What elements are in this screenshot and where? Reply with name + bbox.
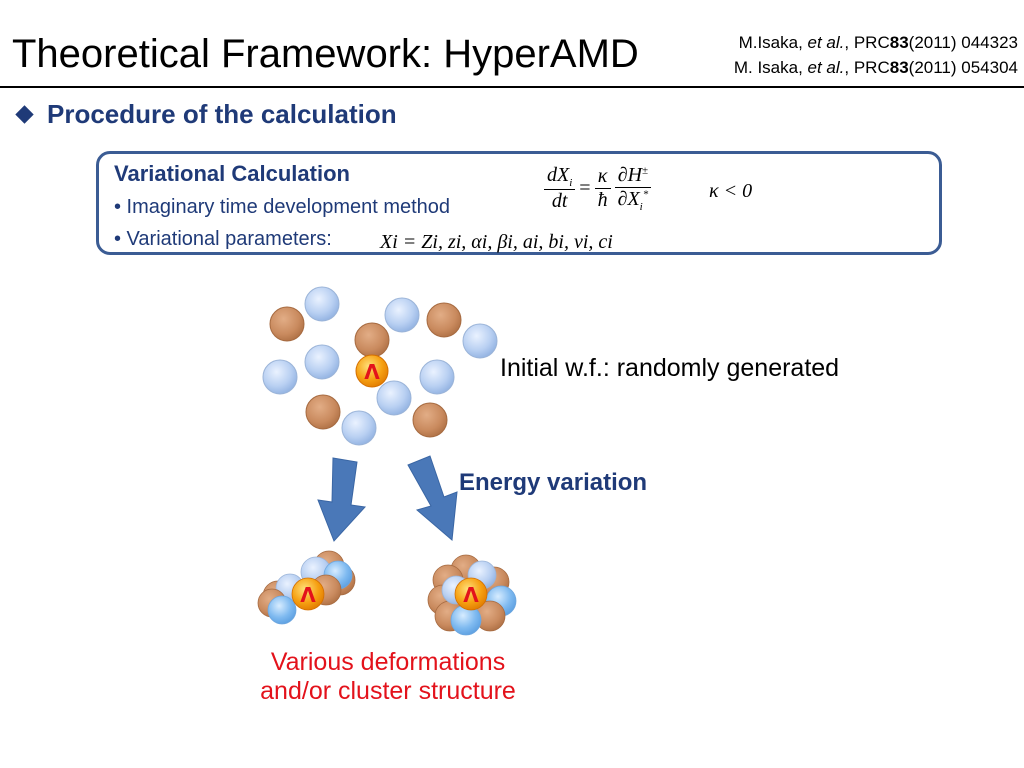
title-divider	[0, 86, 1024, 88]
neutron-ball	[262, 359, 298, 395]
proton-ball	[426, 302, 462, 338]
lambda-symbol: Λ	[364, 360, 380, 384]
result-nucleus-deformed: Λ	[257, 550, 356, 625]
energy-variation-arrows	[317, 455, 458, 542]
initial-lambda: Λ	[355, 354, 389, 388]
neutron-ball	[341, 410, 377, 446]
neutron-ball	[376, 380, 412, 416]
box-item-variational-params: • Variational parameters:	[114, 228, 332, 250]
reference-1: M.Isaka, et al., PRC83(2011) 044323	[738, 33, 1018, 52]
reference-2: M. Isaka, et al., PRC83(2011) 054304	[733, 58, 1018, 77]
initial-wf-label: Initial w.f.: randomly generated	[500, 354, 840, 382]
neutron-ball	[304, 344, 340, 380]
lambda-symbol: Λ	[300, 583, 316, 607]
result-label-line1: Various deformations	[270, 648, 506, 676]
slide-title: Theoretical Framework: HyperAMD	[12, 32, 639, 76]
neutron-ball	[419, 359, 455, 395]
lambda-particle	[355, 354, 389, 388]
proton-ball	[412, 402, 448, 438]
proton-ball	[305, 394, 341, 430]
variational-parameters-formula: Xi = Zi, zi, αi, βi, ai, bi, νi, ci	[380, 231, 613, 253]
references: M.Isaka, et al., PRC83(2011) 044323 M. I…	[734, 30, 1018, 80]
result-label-line2: and/or cluster structure	[260, 677, 516, 705]
box-title: Variational Calculation	[114, 161, 350, 186]
initial-protons	[269, 302, 462, 438]
arrow-left	[317, 457, 367, 542]
neutron-ball	[384, 297, 420, 333]
energy-variation-label: Energy variation	[459, 469, 648, 496]
neutron-ball	[462, 323, 498, 359]
initial-nucleons	[262, 286, 498, 446]
result-label: Various deformations and/or cluster stru…	[228, 648, 548, 706]
proton-ball	[269, 306, 305, 342]
section-bullet: Procedure of the calculation	[14, 99, 397, 130]
neutron-ball	[304, 286, 340, 322]
section-heading: Procedure of the calculation	[47, 99, 397, 129]
kappa-condition: κ < 0	[709, 180, 753, 202]
result-nucleus-compact: Λ	[427, 554, 517, 636]
arrow-right	[407, 455, 458, 542]
variational-calculation-box: Variational Calculation • Imaginary time…	[96, 151, 942, 255]
proton-ball	[354, 322, 390, 358]
box-item-imaginary-time: • Imaginary time development method	[114, 196, 451, 218]
lambda-symbol: Λ	[463, 583, 479, 607]
